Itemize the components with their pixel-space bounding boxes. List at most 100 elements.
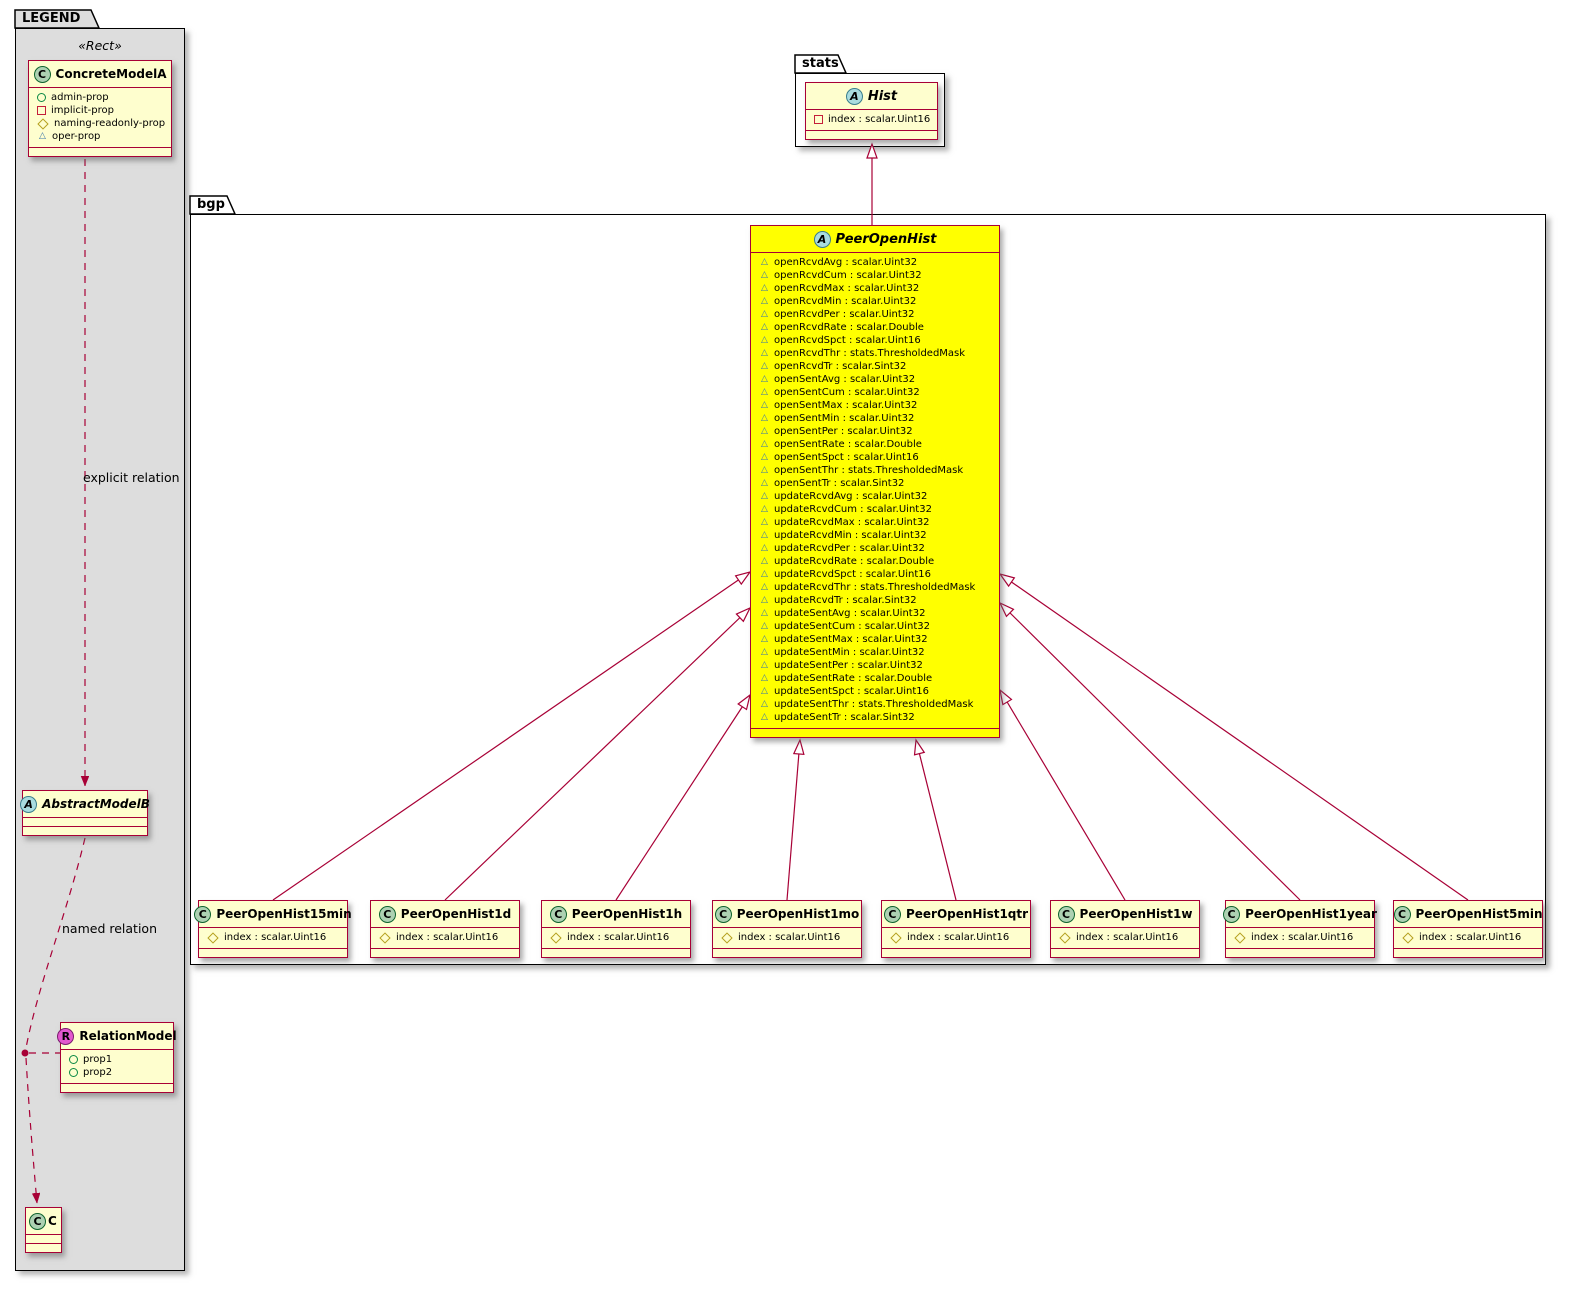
- abstract-spot-icon: A: [20, 795, 38, 813]
- attribute-label: updateSentCum : scalar.Uint32: [774, 621, 930, 632]
- triangle-icon: △: [761, 426, 768, 436]
- attribute: △updateSentTr : scalar.Sint32: [759, 711, 991, 724]
- methods-section: [199, 948, 347, 957]
- triangle-icon: △: [761, 660, 768, 670]
- triangle-icon: △: [761, 647, 768, 657]
- triangle-icon: △: [761, 621, 768, 631]
- triangle-icon: △: [761, 595, 768, 605]
- legend-package-name: LEGEND: [22, 11, 81, 26]
- attribute-label: updateRcvdRate : scalar.Double: [774, 556, 935, 567]
- triangle-icon: △: [761, 387, 768, 397]
- attributes-section: [23, 817, 147, 826]
- attribute-label: openRcvdMax : scalar.Uint32: [774, 283, 920, 294]
- attribute: index : scalar.Uint16: [814, 113, 930, 126]
- attributes-section: index : scalar.Uint16: [371, 927, 519, 948]
- triangle-icon: △: [761, 504, 768, 514]
- attribute: △ updateSentCum : scalar.Uint32: [759, 620, 991, 633]
- attribute: △openSentTr : scalar.Sint32: [759, 477, 991, 490]
- class-spot-icon: C: [1057, 905, 1075, 923]
- class-spot-icon: C: [194, 905, 212, 923]
- attribute: △openRcvdThr : stats.ThresholdedMask: [759, 347, 991, 360]
- attribute: index : scalar.Uint16: [721, 931, 853, 944]
- square-icon: [37, 106, 46, 115]
- attribute-label: index : scalar.Uint16: [396, 932, 499, 943]
- triangle-icon: △: [761, 348, 768, 358]
- square-icon: [814, 115, 823, 124]
- attribute: △openSentMax : scalar.Uint32: [759, 399, 991, 412]
- methods-section: [713, 948, 861, 957]
- triangle-icon: △: [761, 478, 768, 488]
- triangle-icon: △: [761, 335, 768, 345]
- class-spot-icon: C: [29, 1212, 46, 1230]
- diamond-icon: [721, 931, 733, 944]
- attribute: △updateRcvdMin : scalar.Uint32: [759, 529, 991, 542]
- abstract-spot-icon: A: [813, 230, 831, 248]
- methods-section: [23, 826, 147, 835]
- triangle-icon: △: [761, 374, 768, 384]
- diamond-icon: [1234, 931, 1246, 944]
- subclass-box: C PeerOpenHist1mo index : scalar.Uint16: [712, 900, 862, 958]
- attributes-section: index : scalar.Uint16: [882, 927, 1030, 948]
- methods-section: [371, 948, 519, 957]
- attribute-label: naming-readonly-prop: [54, 118, 166, 129]
- attribute: △updateRcvdThr : stats.ThresholdedMask: [759, 581, 991, 594]
- attribute-label: openRcvdCum : scalar.Uint32: [774, 270, 922, 281]
- attributes-section: index : scalar.Uint16: [1051, 927, 1199, 948]
- class-name: PeerOpenHist1qtr: [905, 907, 1029, 921]
- class-name: RelationModel: [79, 1029, 177, 1043]
- attribute-label: index : scalar.Uint16: [567, 932, 670, 943]
- class-spot-icon: C: [378, 905, 396, 923]
- triangle-icon: △: [761, 699, 768, 709]
- attribute-label: index : scalar.Uint16: [1419, 932, 1522, 943]
- class-spot-icon: C: [33, 65, 51, 83]
- attribute-label: index : scalar.Uint16: [1251, 932, 1354, 943]
- attributes-section: prop1 prop2: [61, 1049, 173, 1083]
- triangle-icon: △: [761, 608, 768, 618]
- class-concretemodela: C ConcreteModelA admin-prop implicit-pro…: [28, 60, 172, 157]
- attribute-label: index : scalar.Uint16: [738, 932, 841, 943]
- subclass-box: C PeerOpenHist15min index : scalar.Uint1…: [194, 900, 352, 958]
- attribute-label: updateSentRate : scalar.Double: [774, 673, 933, 684]
- subclass-box: C PeerOpenHist5min index : scalar.Uint16: [1393, 900, 1543, 958]
- attribute-label: openSentAvg : scalar.Uint32: [774, 374, 916, 385]
- triangle-icon: △: [761, 413, 768, 423]
- attribute: index : scalar.Uint16: [890, 931, 1022, 944]
- class-name: PeerOpenHist1w: [1079, 907, 1193, 921]
- triangle-icon: △: [761, 530, 768, 540]
- class-name: PeerOpenHist1year: [1245, 907, 1377, 921]
- attribute-label: openRcvdSpct : scalar.Uint16: [774, 335, 921, 346]
- attribute-label: index : scalar.Uint16: [224, 932, 327, 943]
- class-name: C: [48, 1214, 57, 1228]
- attribute: △ openSentPer : scalar.Uint32: [759, 425, 991, 438]
- attribute-label: updateSentPer : scalar.Uint32: [774, 660, 923, 671]
- triangle-icon: △: [761, 569, 768, 579]
- attribute: index : scalar.Uint16: [1402, 931, 1534, 944]
- attributes-section: admin-prop implicit-prop naming-readonly…: [29, 87, 171, 147]
- attribute-label: openSentMin : scalar.Uint32: [774, 413, 915, 424]
- attributes-section: index : scalar.Uint16: [1394, 927, 1542, 948]
- attribute: △updateRcvdMax : scalar.Uint32: [759, 516, 991, 529]
- attributes-section: index : scalar.Uint16: [1226, 927, 1374, 948]
- legend-stereotype: «Rect»: [78, 38, 122, 53]
- class-name: PeerOpenHist1h: [571, 907, 683, 921]
- triangle-icon: △: [761, 309, 768, 319]
- triangle-icon: △: [761, 543, 768, 553]
- attributes-section: [26, 1234, 61, 1243]
- methods-section: [29, 147, 171, 156]
- attribute: △openRcvdMin : scalar.Uint32: [759, 295, 991, 308]
- subclass-box: C PeerOpenHist1w index : scalar.Uint16: [1050, 900, 1200, 958]
- attributes-section: index : scalar.Uint16: [199, 927, 347, 948]
- triangle-icon: △: [761, 283, 768, 293]
- triangle-icon: △: [761, 270, 768, 280]
- attribute: △updateSentRate : scalar.Double: [759, 672, 991, 685]
- attribute: △updateSentAvg : scalar.Uint32: [759, 607, 991, 620]
- methods-section: [61, 1083, 173, 1092]
- attribute: △openSentSpct : scalar.Uint16: [759, 451, 991, 464]
- class-name: PeerOpenHist1mo: [736, 907, 860, 921]
- attribute-label: openRcvdTr : scalar.Sint32: [774, 361, 907, 372]
- triangle-icon: △: [761, 400, 768, 410]
- attribute-label: openSentPer : scalar.Uint32: [774, 426, 913, 437]
- subclass-box: C PeerOpenHist1qtr index : scalar.Uint16: [881, 900, 1031, 958]
- attribute: △updateRcvdRate : scalar.Double: [759, 555, 991, 568]
- diamond-icon: [207, 931, 219, 944]
